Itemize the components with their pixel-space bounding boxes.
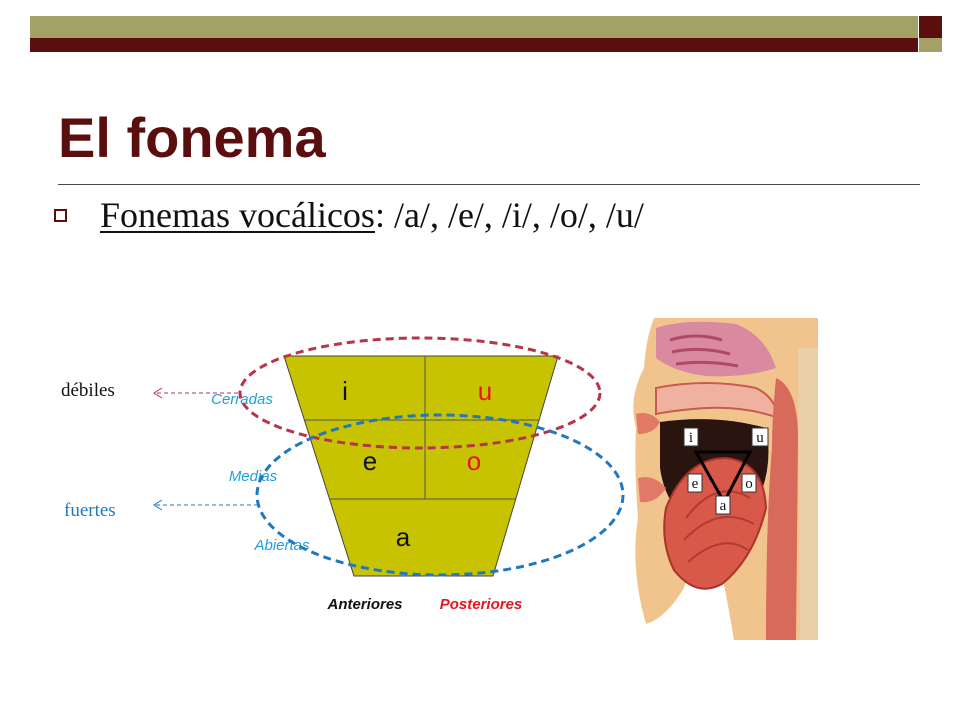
mouth-label-a-box: a — [715, 495, 731, 515]
weak-arrow — [153, 387, 238, 399]
tongue-fibers — [683, 490, 755, 563]
mouth-label-i: i — [689, 430, 693, 446]
bullet-text: Fonemas vocálicos: /a/, /e/, /i/, /o/, /… — [100, 193, 644, 237]
mouth-label-u: u — [756, 430, 764, 446]
vowel-o: o — [467, 446, 481, 476]
lower-lip — [638, 477, 666, 503]
label-medias: Medias — [229, 468, 278, 485]
vowel-a: a — [396, 522, 411, 552]
pharynx — [766, 378, 798, 640]
mouth-label-a: a — [720, 498, 727, 514]
mouth-label-u-box: u — [751, 427, 769, 447]
bullet-term: Fonemas vocálicos — [100, 195, 375, 235]
spine — [798, 348, 818, 640]
slide-title: El fonema — [58, 106, 326, 169]
vowel-triangle — [693, 450, 753, 506]
mouth-cross-section-illustration: i u e o a — [633, 318, 818, 640]
label-anteriores: Anteriores — [326, 596, 402, 613]
mouth-label-o: o — [745, 476, 753, 492]
bullet-phonemes: : /a/, /e/, /i/, /o/, /u/ — [374, 195, 644, 235]
header-band-olive — [30, 16, 918, 38]
label-fuertes: fuertes — [64, 500, 116, 521]
upper-lip — [636, 413, 660, 434]
nasal-turbinates — [669, 334, 739, 368]
header-corner-divider — [918, 16, 942, 52]
vowel-trapezoid — [283, 355, 559, 577]
mouth-label-e-box: e — [687, 473, 703, 493]
header-band-dark — [30, 38, 918, 52]
vowel-i: i — [342, 376, 348, 406]
label-cerradas: Cerradas — [211, 391, 273, 408]
label-abiertas: Abiertas — [253, 537, 310, 554]
weak-vowels-ellipse — [238, 336, 602, 450]
mouth-label-i-box: i — [683, 427, 699, 447]
label-posteriores: Posteriores — [440, 596, 523, 613]
mouth-label-o-box: o — [741, 473, 757, 493]
label-debiles: débiles — [61, 380, 115, 401]
vowel-e: e — [363, 446, 377, 476]
strong-arrow — [153, 499, 258, 511]
header-corner-dark — [918, 16, 942, 38]
vowel-u: u — [478, 376, 492, 406]
header-corner-light — [918, 38, 942, 52]
bullet-square-icon — [54, 209, 67, 222]
mouth-label-e: e — [692, 476, 699, 492]
strong-vowels-ellipse — [255, 413, 625, 577]
title-rule — [58, 184, 920, 185]
